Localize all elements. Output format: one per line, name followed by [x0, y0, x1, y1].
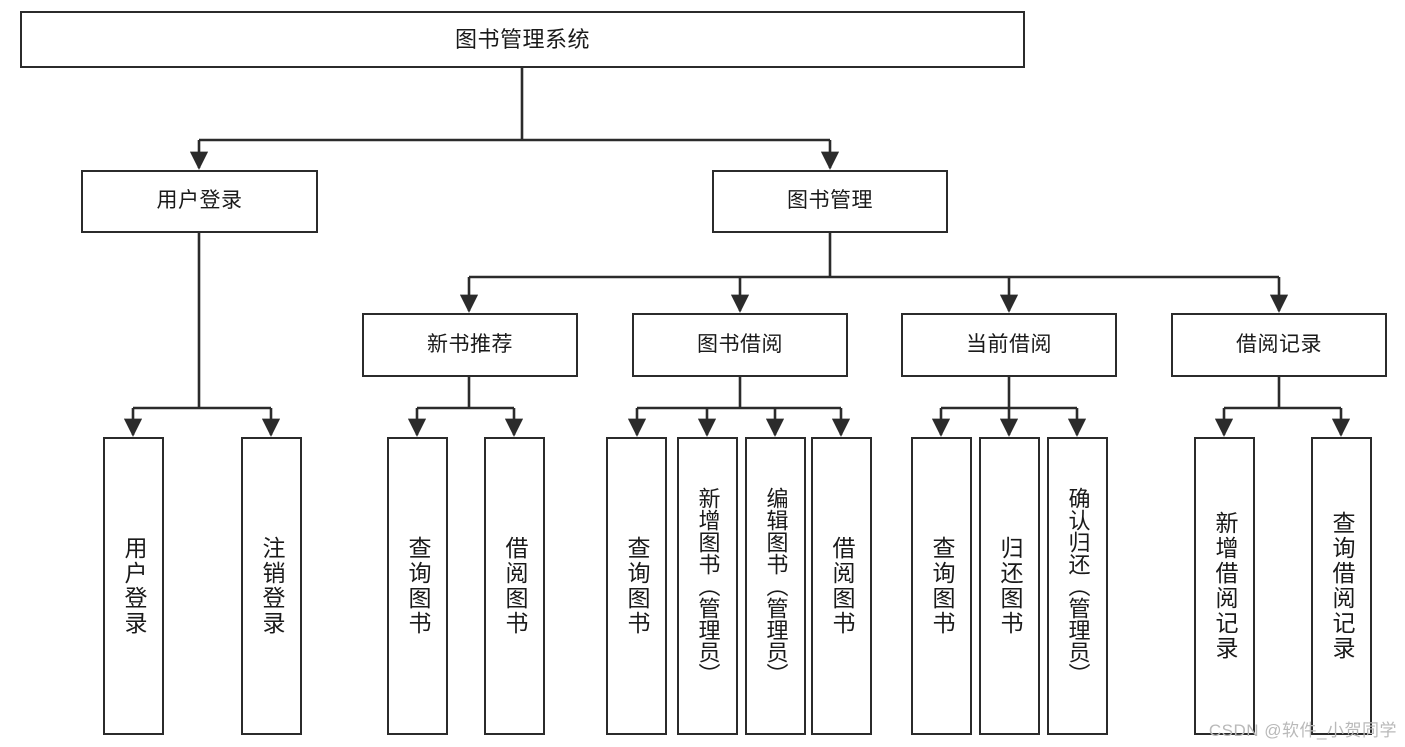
node-leaf-query-book-1-label: 查询图书: [405, 536, 431, 636]
node-borrow-records-label: 借阅记录: [1236, 332, 1322, 356]
csdn-watermark: CSDN @软件_小贺同学: [1208, 721, 1397, 740]
node-leaf-confirm-return-admin[interactable]: 确认归还（管理员）: [1047, 437, 1108, 735]
node-leaf-query-borrow-record[interactable]: 查询借阅记录: [1311, 437, 1372, 735]
node-leaf-query-book-2-label: 查询图书: [624, 536, 650, 636]
node-book-borrow-label: 图书借阅: [697, 332, 783, 356]
node-leaf-query-book-3[interactable]: 查询图书: [911, 437, 972, 735]
node-leaf-return-book-label: 归还图书: [997, 536, 1023, 636]
node-user-login-label: 用户登录: [156, 189, 243, 213]
node-leaf-add-borrow-record[interactable]: 新增借阅记录: [1194, 437, 1255, 735]
node-leaf-add-book-admin-label: 新增图书（管理员）: [695, 487, 721, 685]
node-root[interactable]: 图书管理系统: [20, 11, 1025, 68]
node-leaf-user-login[interactable]: 用户登录: [103, 437, 164, 735]
node-borrow-records[interactable]: 借阅记录: [1171, 313, 1387, 377]
node-root-label: 图书管理系统: [454, 26, 590, 52]
node-leaf-query-book-2[interactable]: 查询图书: [606, 437, 667, 735]
node-current-borrow[interactable]: 当前借阅: [901, 313, 1117, 377]
node-book-management-label: 图书管理: [787, 189, 873, 213]
node-leaf-borrow-book-2-label: 借阅图书: [829, 536, 855, 636]
node-leaf-query-book-3-label: 查询图书: [929, 536, 955, 636]
node-leaf-add-borrow-record-label: 新增借阅记录: [1212, 511, 1238, 661]
node-new-book-recommend-label: 新书推荐: [427, 332, 513, 356]
node-leaf-user-login-label: 用户登录: [121, 536, 147, 636]
node-new-book-recommend[interactable]: 新书推荐: [362, 313, 578, 377]
node-user-login[interactable]: 用户登录: [81, 170, 318, 233]
node-leaf-borrow-book-1[interactable]: 借阅图书: [484, 437, 545, 735]
node-leaf-logout-label: 注销登录: [259, 536, 285, 636]
node-book-management[interactable]: 图书管理: [712, 170, 948, 233]
node-leaf-query-book-1[interactable]: 查询图书: [387, 437, 448, 735]
node-leaf-return-book[interactable]: 归还图书: [979, 437, 1040, 735]
node-leaf-query-borrow-record-label: 查询借阅记录: [1329, 511, 1355, 661]
node-current-borrow-label: 当前借阅: [966, 332, 1052, 356]
node-leaf-edit-book-admin-label: 编辑图书（管理员）: [763, 487, 789, 685]
node-leaf-borrow-book-1-label: 借阅图书: [502, 536, 528, 636]
node-leaf-borrow-book-2[interactable]: 借阅图书: [811, 437, 872, 735]
node-leaf-confirm-return-admin-label: 确认归还（管理员）: [1065, 487, 1091, 685]
node-leaf-edit-book-admin[interactable]: 编辑图书（管理员）: [745, 437, 806, 735]
node-leaf-logout[interactable]: 注销登录: [241, 437, 302, 735]
node-leaf-add-book-admin[interactable]: 新增图书（管理员）: [677, 437, 738, 735]
node-book-borrow[interactable]: 图书借阅: [632, 313, 848, 377]
